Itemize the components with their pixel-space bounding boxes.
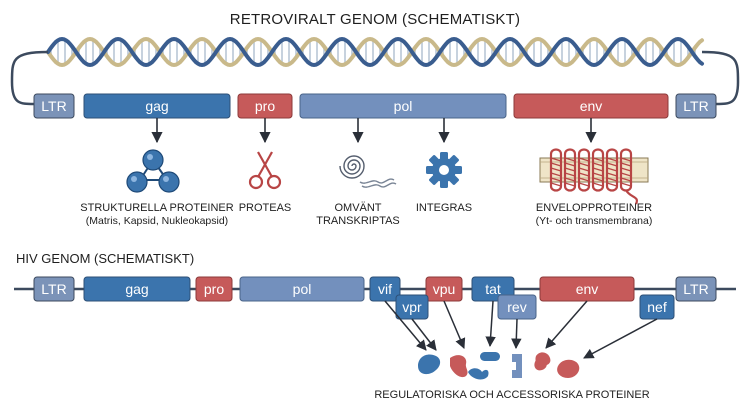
- helix-turn: [564, 172, 576, 177]
- left-connector-loop: [10, 50, 49, 106]
- hiv-gene-ltr-right: [675, 276, 717, 302]
- helix-turn: [564, 182, 576, 187]
- protein-blob-vpr: [468, 368, 489, 380]
- helix-turn: [592, 167, 604, 172]
- helix-turn: [564, 162, 576, 167]
- hiv-gene-vif-label: vif: [378, 281, 392, 297]
- protein-blob-vpu: [450, 355, 468, 378]
- hiv-gene-env-label: env: [576, 281, 599, 297]
- helix-turn: [550, 167, 562, 172]
- accessory-arrows: [384, 300, 658, 359]
- gene-gag-label: gag: [145, 98, 168, 114]
- helix-turn: [550, 157, 562, 162]
- helix-turn: [550, 177, 562, 182]
- hiv-gene-ltr-left-label: LTR: [41, 281, 66, 297]
- helix-turn: [620, 182, 632, 187]
- gene-ltr-right-label: LTR: [683, 98, 708, 114]
- hiv-gene-nef-label: nef: [647, 299, 667, 315]
- hiv-genome-bar: LTR gag pro pol vif vpu tat env LTR vpr …: [33, 276, 717, 320]
- helix-turn: [592, 157, 604, 162]
- helix-turn: [550, 182, 562, 187]
- envelope-protein-icon: [539, 148, 649, 205]
- reverse-transcriptase-label-line1: OMVÄNT: [334, 202, 381, 214]
- helix-turn: [620, 157, 632, 162]
- protein-blob-tat: [480, 352, 500, 361]
- structural-proteins-icon: [126, 149, 180, 193]
- scissors-icon: [248, 151, 282, 190]
- accessory-proteins-label: REGULATORISKA OCH ACCESSORISKA PROTEINER: [374, 389, 649, 401]
- helix-turn: [550, 172, 562, 177]
- helix-turn: [620, 177, 632, 182]
- helix-turn: [578, 182, 590, 187]
- helix-turn: [550, 162, 562, 167]
- retroviral-genome-bar: LTR gag pro pol env LTR: [33, 93, 717, 119]
- hiv-gene-pol-label: pol: [293, 281, 312, 297]
- helix-turn: [564, 167, 576, 172]
- retroviral-genome-title: RETROVIRALT GENOM (SCHEMATISKT): [230, 11, 520, 28]
- hiv-gene-rev-label: rev: [507, 299, 526, 315]
- helix-turn: [620, 167, 632, 172]
- dna-strand-1: [46, 36, 704, 68]
- dna-helix-illustration: [46, 36, 704, 68]
- gene-ltr-left: [33, 93, 75, 119]
- helix-turn: [606, 172, 618, 177]
- helix-turn: [592, 162, 604, 167]
- accessory-protein-shapes: [418, 352, 580, 380]
- helix-turn: [620, 172, 632, 177]
- hiv-gene-vpr-label: vpr: [402, 299, 422, 315]
- helix-turn: [620, 162, 632, 167]
- right-connector-loop: [701, 50, 740, 106]
- hiv-gene-tat-label: tat: [485, 281, 501, 297]
- protein-blob-nef: [557, 359, 580, 378]
- helix-turn: [606, 177, 618, 182]
- helix-turn: [592, 182, 604, 187]
- envelope-proteins-sublabel: (Yt- och transmembrana): [536, 215, 653, 227]
- protein-blob-rev: [512, 354, 522, 378]
- dna-strand-2: [46, 36, 704, 68]
- helix-turn: [592, 177, 604, 182]
- structural-proteins-label: STRUKTURELLA PROTEINER: [80, 202, 233, 214]
- helix-turn: [606, 162, 618, 167]
- structural-proteins-sublabel: (Matris, Kapsid, Nukleokapsid): [86, 215, 228, 227]
- helix-turn: [578, 172, 590, 177]
- reverse-transcriptase-label-line2: TRANSKRIPTAS: [316, 215, 400, 227]
- helix-turn: [606, 157, 618, 162]
- hiv-gene-ltr-left: [33, 276, 75, 302]
- helix-turn: [592, 172, 604, 177]
- gene-pol: [299, 93, 507, 119]
- hiv-gene-gag-label: gag: [125, 281, 148, 297]
- protein-blob-vif: [418, 354, 441, 375]
- hiv-gene-pol: [239, 276, 365, 302]
- protein-blob-env-2: [534, 360, 547, 371]
- gene-product-arrows: [151, 118, 597, 144]
- helix-turn: [564, 177, 576, 182]
- helix-turn: [578, 167, 590, 172]
- hiv-gene-vpu-label: vpu: [433, 281, 456, 297]
- reverse-transcriptase-icon: [339, 155, 397, 188]
- helix-turn: [606, 182, 618, 187]
- gear-icon: [426, 152, 462, 188]
- hiv-gene-pro: [195, 276, 233, 302]
- gene-pol-label: pol: [394, 98, 413, 114]
- helix-turn: [606, 167, 618, 172]
- gene-env-label: env: [580, 98, 603, 114]
- gene-ltr-left-label: LTR: [41, 98, 66, 114]
- hiv-genome-title: HIV GENOM (SCHEMATISKT): [16, 251, 194, 266]
- helix-turn: [564, 157, 576, 162]
- envelope-proteins-label: ENVELOPPROTEINER: [536, 202, 652, 214]
- hiv-gene-ltr-right-label: LTR: [683, 281, 708, 297]
- gene-pro-label: pro: [255, 98, 275, 114]
- integrase-label: INTEGRAS: [416, 202, 472, 214]
- protease-label: PROTEAS: [239, 202, 292, 214]
- hiv-gene-pro-label: pro: [204, 281, 224, 297]
- gene-ltr-right: [675, 93, 717, 119]
- helix-turn: [578, 157, 590, 162]
- hiv-gene-gag: [83, 276, 191, 302]
- helix-turn: [578, 162, 590, 167]
- helix-turn: [578, 177, 590, 182]
- cytoplasmic-tail: [625, 189, 638, 205]
